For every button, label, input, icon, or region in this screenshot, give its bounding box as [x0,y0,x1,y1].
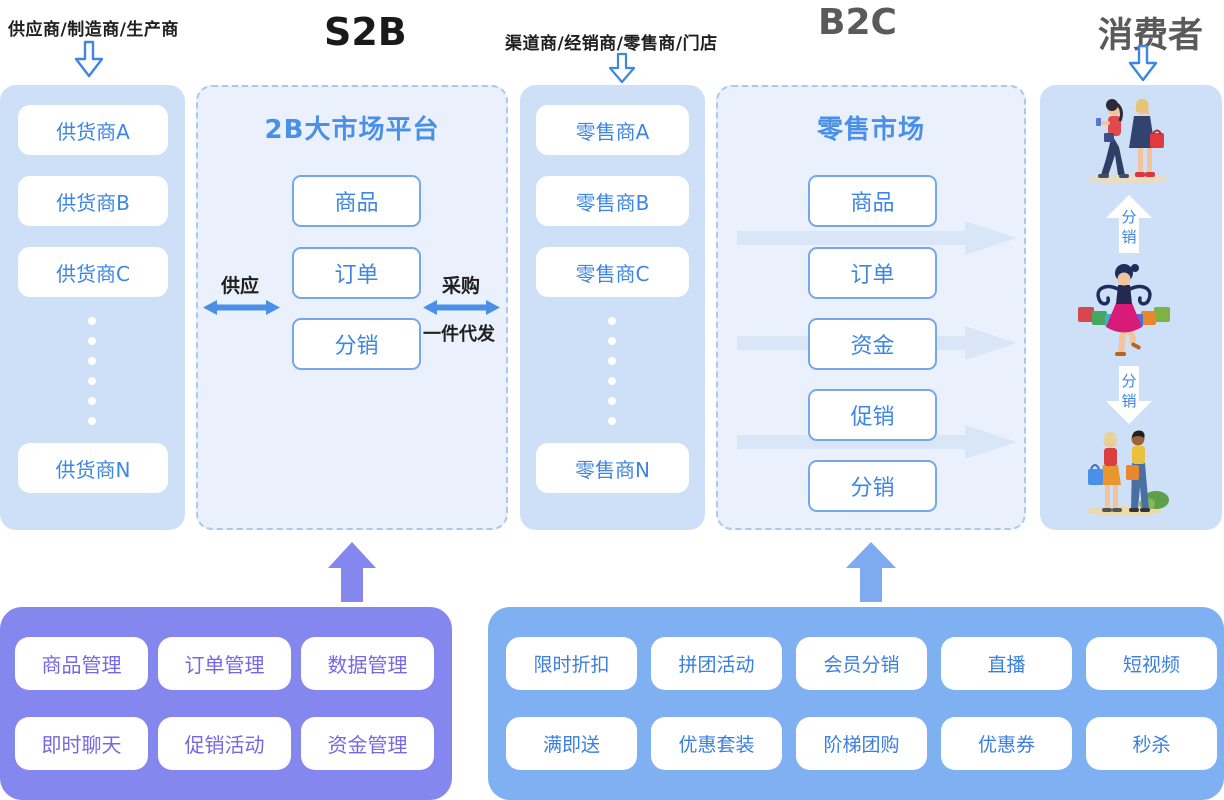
distribution-up-label: 分销 [1121,208,1137,246]
supplier-item: 供货商C [18,247,168,297]
two-shoppers-walking-illustration [1088,98,1168,184]
capability-item: 满即送 [506,717,637,770]
module-box: 订单 [808,247,937,299]
down-arrow-outline-icon [1128,44,1158,82]
retailer-item: 零售商C [536,247,689,297]
capability-item: 拼团活动 [651,637,782,690]
retailer-item: 零售商A [536,105,689,155]
module-box: 分销 [808,460,937,512]
consumer-column: 分销 分销 [1040,85,1222,530]
capability-item: 优惠套装 [651,717,782,770]
double-arrow-icon [203,300,280,315]
up-arrow-icon [1106,195,1152,253]
right-flow-arrow-icon [737,221,1017,255]
capability-item: 秒杀 [1086,717,1217,770]
module-box: 订单 [292,247,421,299]
module-box: 商品 [808,175,937,227]
module-box: 商品 [292,175,421,227]
woman-carrying-shopping-bags-illustration [1078,264,1170,356]
distribution-up-arrow: 分销 [1106,195,1152,253]
distribution-down-arrow: 分销 [1106,366,1152,424]
capability-item: 资金管理 [301,717,434,770]
supplier-item: 供货商N [18,443,168,493]
capability-item: 阶梯团购 [796,717,927,770]
capability-item: 短视频 [1086,637,1217,690]
b2b-platform-title: 2B大市场平台 [264,115,440,145]
supply-label: 供应 [221,275,260,297]
capability-item: 数据管理 [301,637,434,690]
distribution-down-label: 分销 [1121,372,1137,410]
module-box: 促销 [808,389,937,441]
capability-item: 订单管理 [158,637,291,690]
two-shoppers-with-bags-illustration [1086,430,1169,516]
capability-item: 商品管理 [15,637,148,690]
s2b-heading: S2B [324,10,407,54]
blue-up-arrow-icon [846,542,896,602]
capability-item: 促销活动 [158,717,291,770]
consumer-heading: 消费者 [1098,16,1204,56]
retailer-item: 零售商N [536,443,689,493]
capability-item: 优惠券 [941,717,1072,770]
supplier-item: 供货商B [18,176,168,226]
down-arrow-icon [1106,366,1152,424]
double-arrow-icon [423,300,500,315]
capability-item: 直播 [941,637,1072,690]
capability-item: 限时折扣 [506,637,637,690]
purple-up-arrow-icon [328,542,376,602]
capability-item: 会员分销 [796,637,927,690]
retail-market-title: 零售市场 [816,115,925,145]
down-arrow-outline-icon [608,52,636,84]
b2c-capabilities-panel: 限时折扣 拼团活动 会员分销 直播 短视频 满即送 优惠套装 阶梯团购 优惠券 … [488,607,1224,800]
retailer-item: 零售商B [536,176,689,226]
b2c-heading: B2C [818,2,897,43]
supplier-item: 供货商A [18,105,168,155]
dropship-label: 一件代发 [423,324,495,345]
down-arrow-outline-icon [74,40,104,78]
purchase-label: 采购 [442,275,481,297]
supplier-role-label: 供应商/制造商/生产商 [8,20,179,40]
right-flow-arrow-icon [737,425,1017,459]
retail-market-panel: 零售市场 商品 订单 资金 促销 分销 [716,85,1026,530]
b2b-capabilities-panel: 商品管理 订单管理 数据管理 即时聊天 促销活动 资金管理 [0,607,452,800]
capability-item: 即时聊天 [15,717,148,770]
supplier-column: 供货商A 供货商B 供货商C 供货商N [0,85,185,530]
module-box: 资金 [808,318,937,370]
retailer-column: 零售商A 零售商B 零售商C 零售商N [520,85,705,530]
channel-role-label: 渠道商/经销商/零售商/门店 [505,34,718,54]
module-box: 分销 [292,318,421,370]
